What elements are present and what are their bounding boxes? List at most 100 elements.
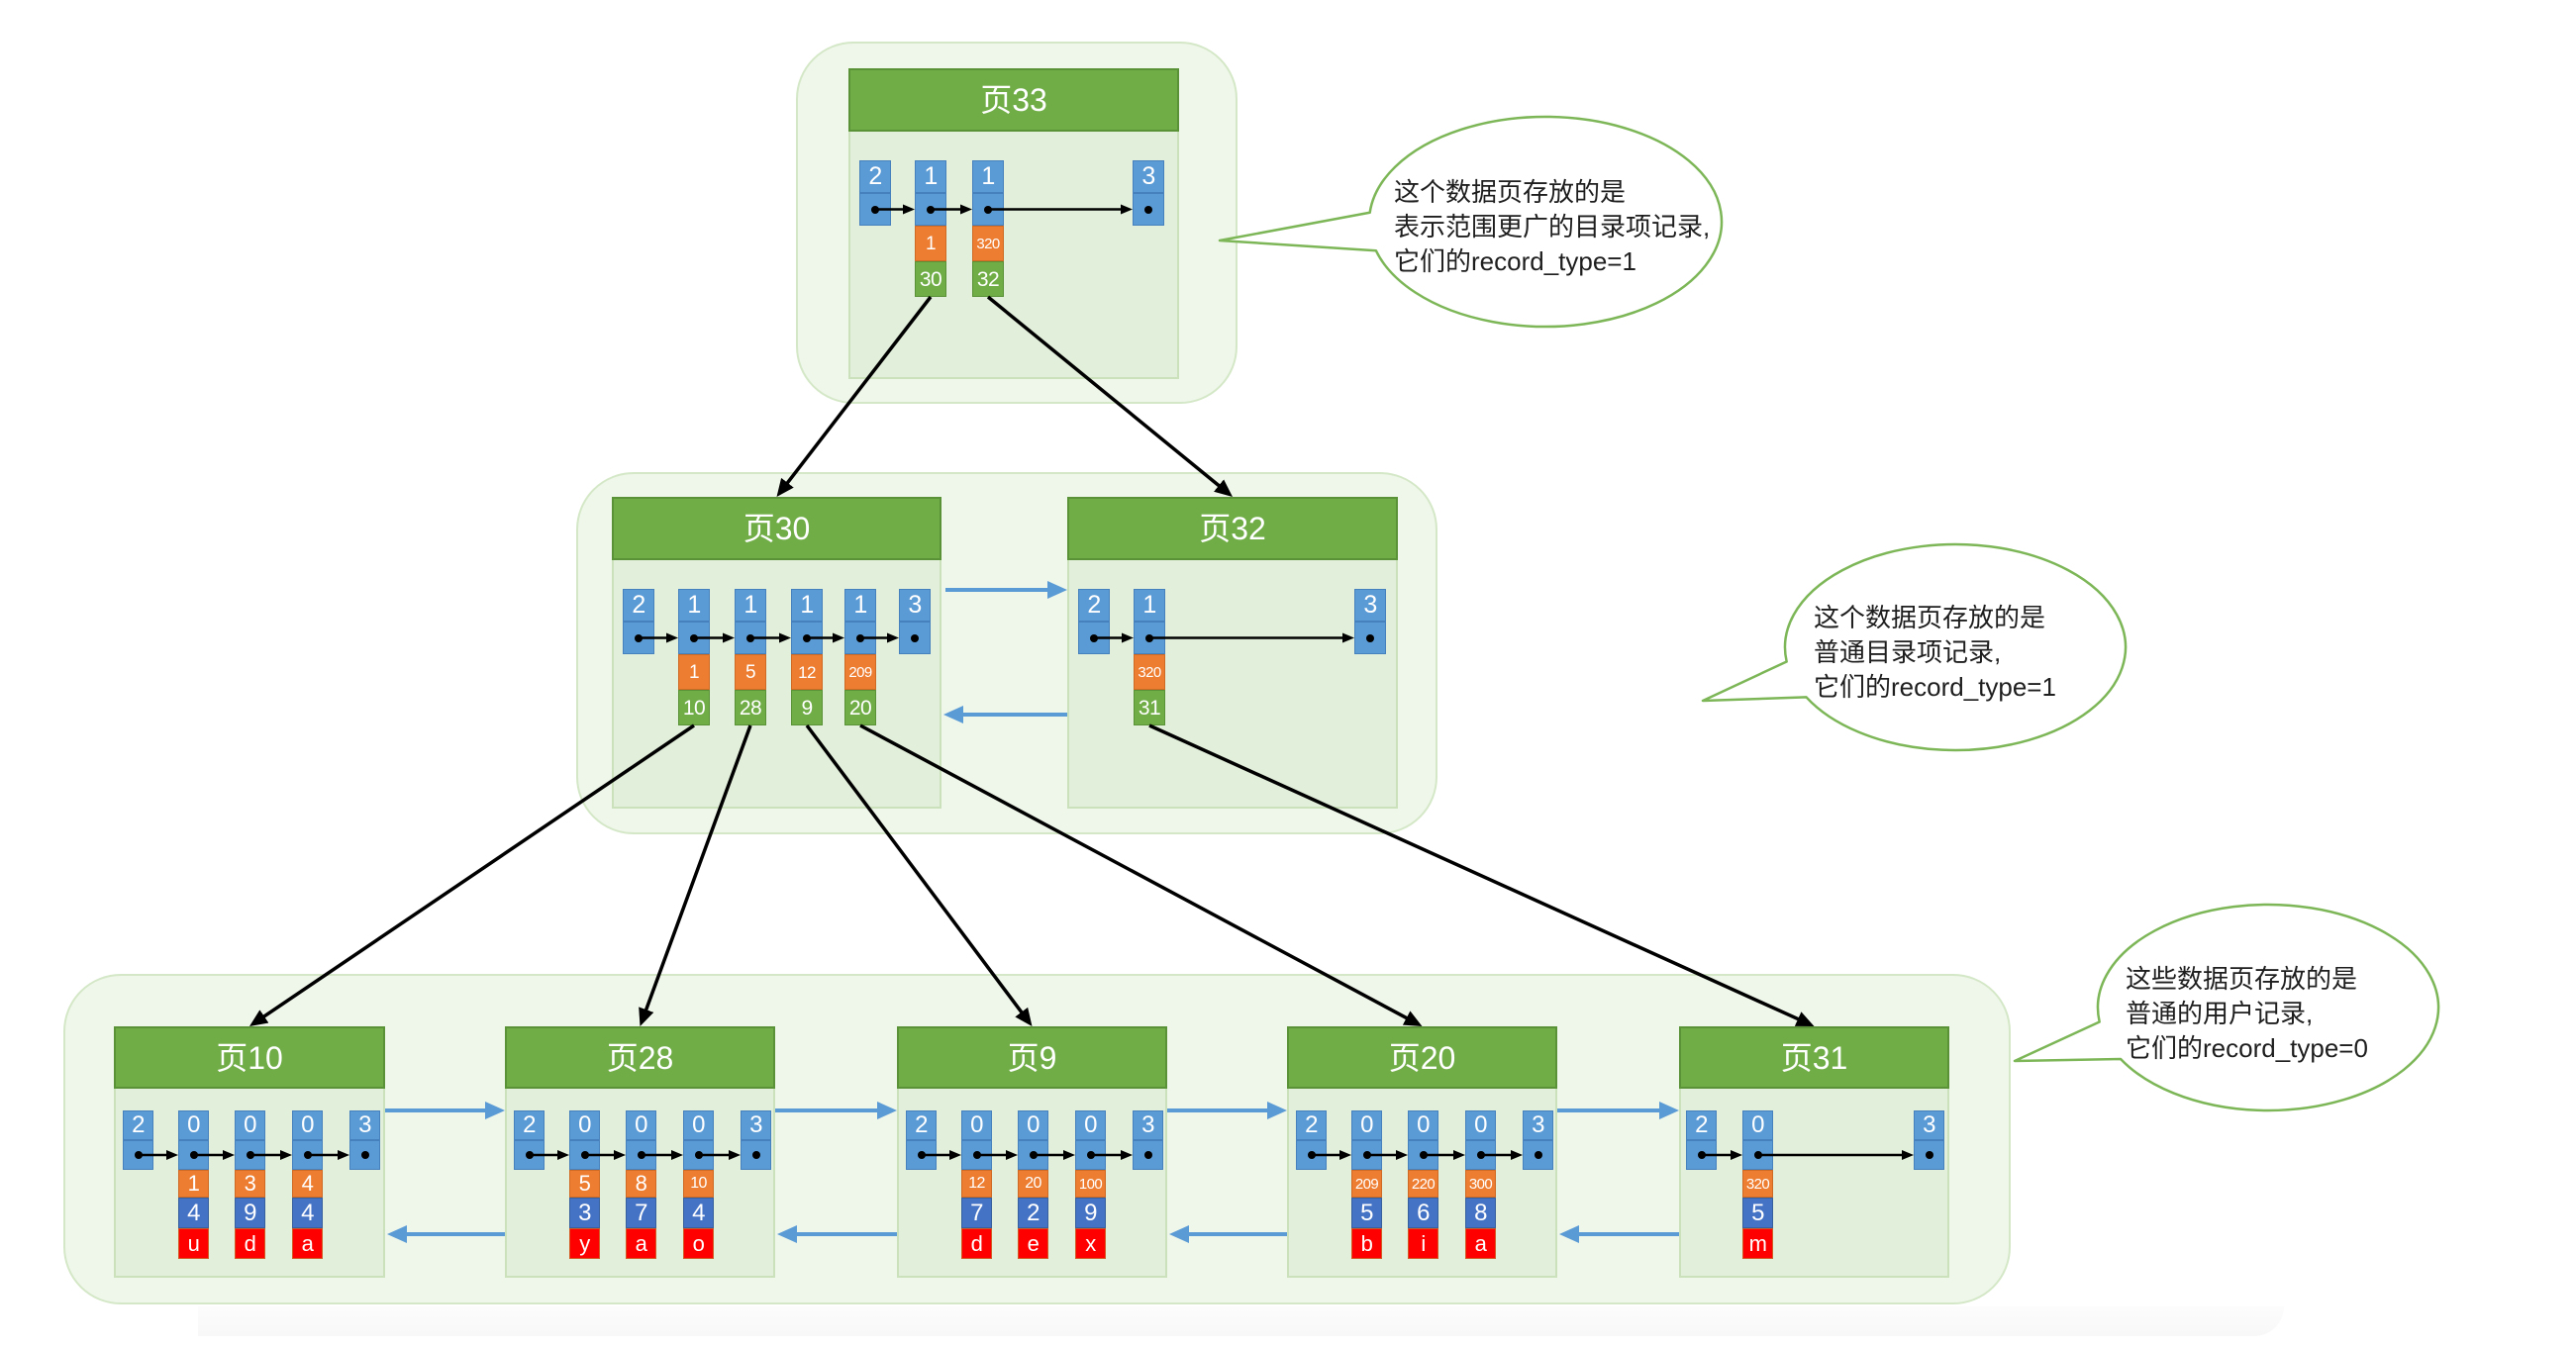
next-record-pointer-cell [1408,1140,1438,1170]
column-value-cell: 3 [569,1198,600,1228]
next-record-pointer-cell [791,622,823,654]
next-record-pointer-cell [844,622,876,654]
record-type-cell: 2 [859,160,891,193]
pointer-dot-icon [1925,1151,1933,1159]
column-value-cell: 7 [961,1198,992,1228]
child-page-number-cell: 30 [915,261,946,297]
record-type-cell: 0 [235,1110,265,1140]
record-type-cell: 1 [972,160,1004,193]
infimum-record: 2 [859,160,891,226]
child-page-number-cell: 31 [1134,690,1165,725]
next-record-pointer-cell [678,622,710,654]
record-type-cell: 1 [844,589,876,622]
next-record-pointer-cell [514,1140,545,1170]
supremum-record: 3 [1914,1110,1944,1170]
column-char-cell: e [1018,1228,1048,1259]
next-record-pointer-cell [1296,1140,1327,1170]
infimum-record: 2 [1078,589,1110,654]
column-value-cell: 8 [1465,1198,1496,1228]
next-record-pointer-cell [1523,1140,1553,1170]
next-record-pointer-cell [1075,1140,1106,1170]
pointer-dot-icon [917,1151,926,1159]
pointer-dot-icon [1534,1151,1542,1159]
record-type-cell: 0 [1075,1110,1106,1140]
column-char-cell: i [1408,1228,1438,1259]
page-header: 页20 [1287,1026,1557,1089]
infimum-record: 2 [1296,1110,1327,1170]
infimum-record: 2 [623,589,654,654]
child-page-number-cell: 9 [791,690,823,725]
next-record-pointer-cell [623,622,654,654]
pointer-dot-icon [189,1151,198,1159]
column-value-cell: 9 [1075,1198,1106,1228]
column-value-cell: 4 [292,1198,323,1228]
next-record-pointer-cell [1465,1140,1496,1170]
pointer-dot-icon [134,1151,143,1159]
next-record-pointer-cell [1133,193,1164,226]
record-type-cell: 3 [741,1110,771,1140]
infimum-record: 2 [514,1110,545,1170]
column-char-cell: o [683,1228,714,1259]
record-type-cell: 0 [1351,1110,1382,1140]
record-type-cell: 3 [1133,160,1164,193]
next-record-pointer-cell [1134,622,1165,654]
pointer-dot-icon [303,1151,312,1159]
record-type-cell: 3 [1133,1110,1163,1140]
next-record-pointer-cell [1078,622,1110,654]
column-char-cell: u [178,1228,209,1259]
pointer-dot-icon [690,633,698,642]
primary-key-cell: 12 [791,654,823,690]
page-title: 页20 [1388,1039,1456,1076]
pointer-dot-icon [1476,1151,1485,1159]
infimum-record: 2 [123,1110,153,1170]
page-body [1679,1089,1949,1278]
column-value-cell: 7 [626,1198,656,1228]
pointer-dot-icon [911,633,919,642]
primary-key-cell: 320 [1134,654,1165,690]
record-type-cell: 3 [1354,589,1386,622]
pointer-dot-icon [246,1151,254,1159]
record-type-cell: 0 [961,1110,992,1140]
record-type-cell: 1 [678,589,710,622]
primary-key-cell: 1 [678,654,710,690]
next-record-pointer-cell [961,1140,992,1170]
pointer-dot-icon [694,1151,703,1159]
supremum-record: 3 [899,589,931,654]
pointer-dot-icon [871,205,879,214]
next-record-pointer-cell [1133,1140,1163,1170]
next-record-pointer-cell [1018,1140,1048,1170]
page-header: 页9 [897,1026,1167,1089]
column-char-cell: d [235,1228,265,1259]
pointer-dot-icon [1144,205,1152,214]
record-type-cell: 0 [626,1110,656,1140]
next-record-pointer-cell [123,1140,153,1170]
next-record-pointer-cell [741,1140,771,1170]
next-record-pointer-cell [1686,1140,1717,1170]
column-char-cell: a [292,1228,323,1259]
pointer-dot-icon [1143,1151,1152,1159]
pointer-dot-icon [984,205,992,214]
pointer-dot-icon [580,1151,589,1159]
page-body [612,560,941,809]
primary-key-cell: 12 [961,1170,992,1198]
